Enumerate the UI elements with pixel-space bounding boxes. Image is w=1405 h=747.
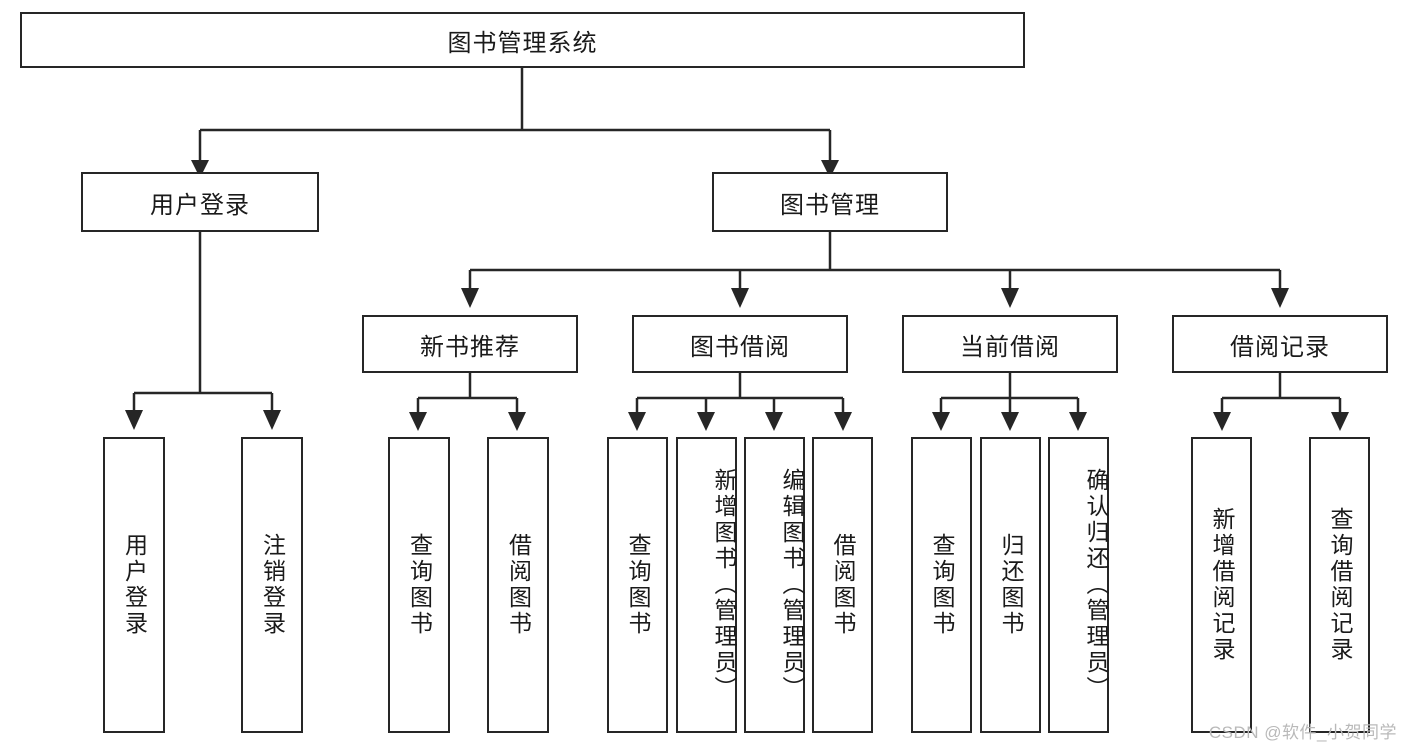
node-current-borrow-label: 当前借阅 [960,333,1060,361]
leaf-query-record-label: 查询借阅记录 [1327,507,1353,663]
leaf-edit-book-label: 编辑图书（管理员） [779,468,805,702]
leaf-query-book-2-label: 查询图书 [625,533,651,637]
node-new-book-recommend-label: 新书推荐 [420,333,520,361]
leaf-user-logout[interactable]: 注销登录 [241,437,303,733]
leaf-return-book-label: 归还图书 [998,533,1024,637]
leaf-borrow-book-2[interactable]: 借阅图书 [812,437,873,733]
node-book-manage[interactable]: 图书管理 [712,172,948,232]
node-book-borrow[interactable]: 图书借阅 [632,315,848,373]
leaf-query-record[interactable]: 查询借阅记录 [1309,437,1370,733]
node-user-login[interactable]: 用户登录 [81,172,319,232]
leaf-add-book-label: 新增图书（管理员） [711,468,737,702]
node-book-borrow-label: 图书借阅 [690,333,790,361]
node-user-login-label: 用户登录 [150,191,250,219]
leaf-edit-book[interactable]: 编辑图书（管理员） [744,437,805,733]
leaf-add-record[interactable]: 新增借阅记录 [1191,437,1252,733]
node-borrow-record-label: 借阅记录 [1230,333,1330,361]
leaf-return-book[interactable]: 归还图书 [980,437,1041,733]
leaf-add-record-label: 新增借阅记录 [1209,507,1235,663]
leaf-query-book-1-label: 查询图书 [406,533,433,637]
leaf-user-login-label: 用户登录 [121,533,148,637]
node-root-label: 图书管理系统 [447,29,598,57]
watermark-text: CSDN @软件_小贺同学 [1208,723,1397,742]
leaf-user-login[interactable]: 用户登录 [103,437,165,733]
leaf-user-logout-label: 注销登录 [259,533,286,637]
leaf-borrow-book-2-label: 借阅图书 [830,533,856,637]
leaf-query-book-3[interactable]: 查询图书 [911,437,972,733]
leaf-borrow-book-1-label: 借阅图书 [505,533,532,637]
leaf-confirm-return[interactable]: 确认归还（管理员） [1048,437,1109,733]
node-book-manage-label: 图书管理 [780,191,880,219]
leaf-query-book-2[interactable]: 查询图书 [607,437,668,733]
node-root[interactable]: 图书管理系统 [20,12,1025,68]
leaf-confirm-return-label: 确认归还（管理员） [1083,468,1109,702]
leaf-borrow-book-1[interactable]: 借阅图书 [487,437,549,733]
leaf-query-book-1[interactable]: 查询图书 [388,437,450,733]
node-new-book-recommend[interactable]: 新书推荐 [362,315,578,373]
node-borrow-record[interactable]: 借阅记录 [1172,315,1388,373]
leaf-query-book-3-label: 查询图书 [929,533,955,637]
leaf-add-book[interactable]: 新增图书（管理员） [676,437,737,733]
node-current-borrow[interactable]: 当前借阅 [902,315,1118,373]
